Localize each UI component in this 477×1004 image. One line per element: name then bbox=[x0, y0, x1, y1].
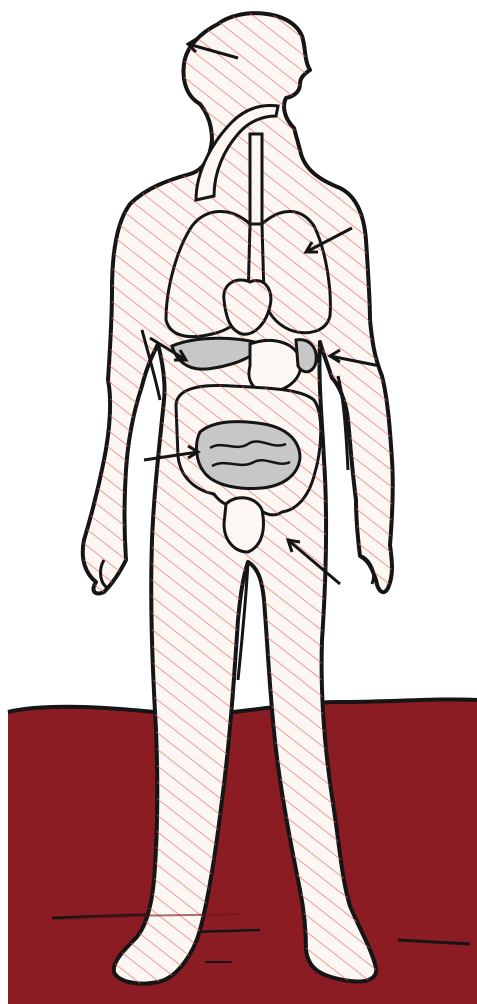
windpipe bbox=[250, 134, 262, 224]
floor-shape bbox=[8, 699, 477, 1004]
lungs bbox=[166, 211, 330, 336]
bladder bbox=[224, 498, 263, 552]
small-intestine bbox=[197, 422, 300, 489]
spleen bbox=[296, 340, 316, 372]
